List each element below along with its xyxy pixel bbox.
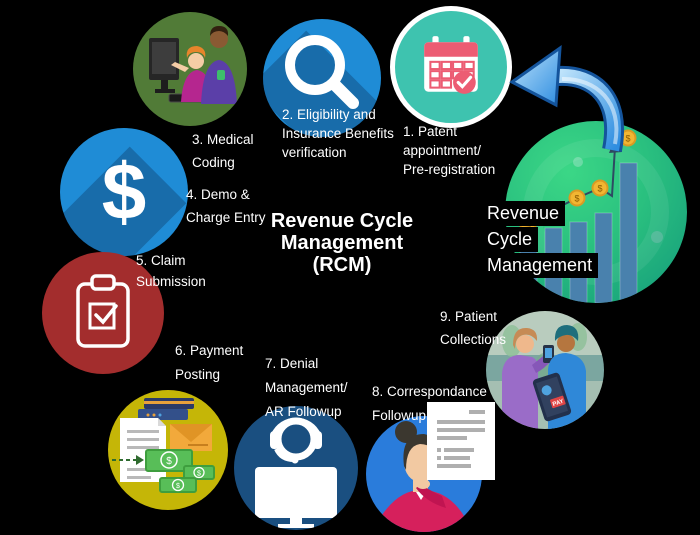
cycle-return-arrow-icon [509,44,624,152]
magnifier-icon [285,35,359,109]
caption-line: Management [477,253,599,278]
tablet: PAY [532,372,572,422]
step7-label: 7. Denial Management/ AR Followup [265,356,348,419]
dollar-bills: $ $ $ [145,449,215,493]
step1-circle [390,6,512,128]
step4-label: 4. Demo & Charge Entry [186,187,266,225]
step7-circle [234,406,358,530]
arm [416,484,446,508]
svg-text:$: $ [597,184,602,194]
arrow-head [509,44,562,108]
step3-circle [133,12,247,126]
caption-line: Revenue [477,201,566,226]
step1-label: 1. Patent appointment/ Pre-registration [403,124,496,177]
coders-cartoon-icon [149,26,237,104]
calendar-check-icon [424,36,478,94]
payment-documents-icon: $ $ $ [112,398,215,493]
svg-text:$: $ [197,471,201,478]
step5-circle [42,252,164,374]
step3-label: 3. Medical Coding [192,132,254,170]
step6-label: 6. Payment Posting [175,343,244,382]
woman-figure [502,327,554,429]
page-title: Revenue Cycle Management (RCM) [270,210,414,276]
step9-label: 9. Patient Collections [440,309,507,347]
arrow-gloss [561,76,619,145]
svg-text:$: $ [176,483,180,490]
svg-text:$: $ [166,456,172,467]
step2-label: 2. Eligibility and Insurance Benefits ve… [282,107,394,160]
step4-circle: $ [60,128,188,256]
step5-label: 5. Claim Submission [136,253,206,289]
svg-text:$: $ [574,194,579,204]
clipboard-check-icon [76,274,130,348]
decor-dot [573,157,583,167]
letter-document [427,402,495,480]
pointing-arm [171,62,189,72]
pay-button-label: PAY [552,399,565,408]
svg-text:$: $ [625,134,630,144]
step2-circle [263,19,381,137]
step6-circle: $ $ $ [108,390,228,510]
caption-line: Cycle [477,227,539,252]
step8-label: 8. Correspondance Followup [372,384,487,423]
monitor [255,467,337,518]
doctor-body [201,60,237,104]
person-body [372,489,472,532]
headset-monitor-icon [255,417,337,528]
revenue-circle-caption: Revenue Cycle Management [477,201,599,279]
decor-dot [651,231,663,243]
dollar-icon: $ [101,147,147,236]
